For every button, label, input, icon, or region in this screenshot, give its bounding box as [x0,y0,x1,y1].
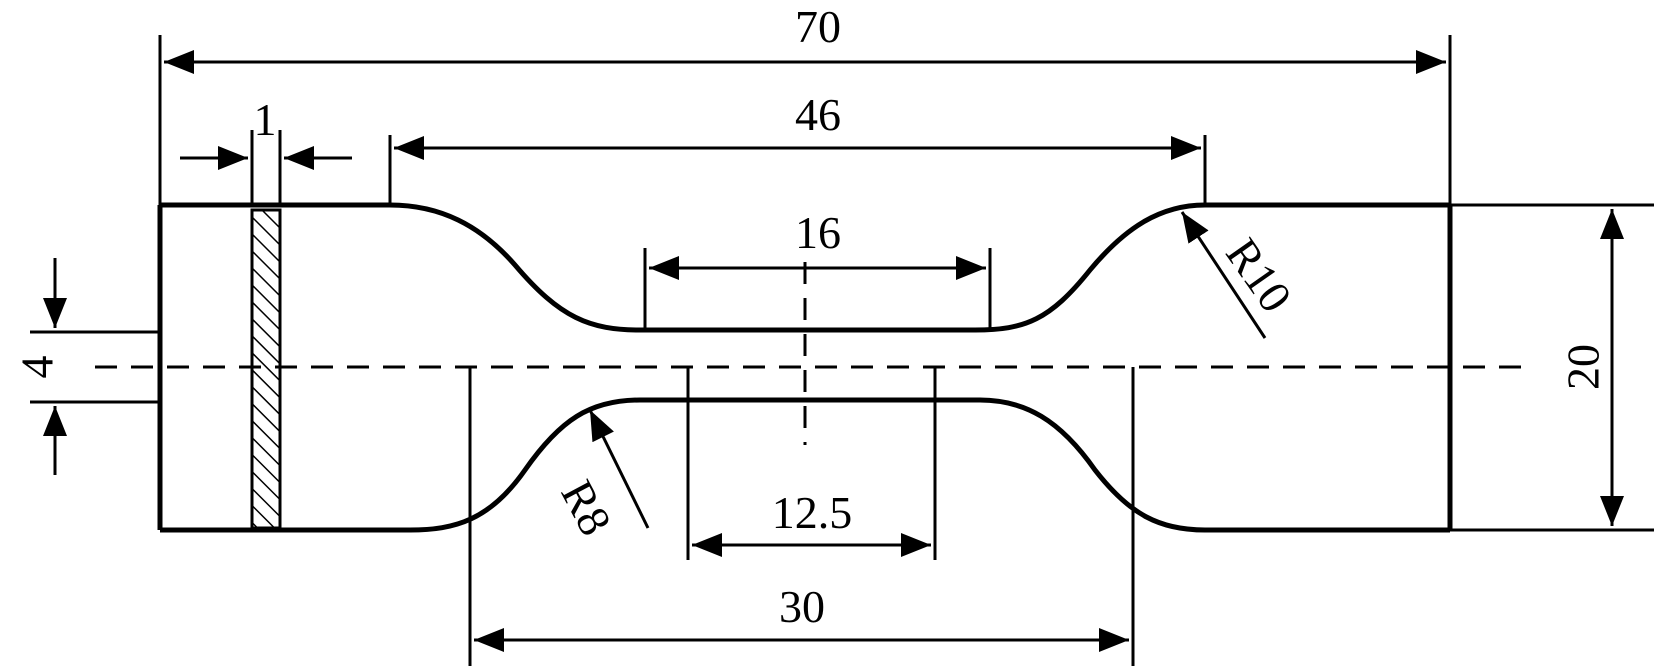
dim-overall-length: 70 [795,1,841,52]
dim-fillet-span: 30 [779,581,825,632]
dim-width: 20 [1558,344,1609,390]
dim-radius-small: R8 [551,472,621,543]
dim-shoulder-to-shoulder: 46 [795,89,841,140]
dim-gauge-length: 12.5 [772,487,853,538]
specimen-outline-bottom [160,397,1450,533]
dim-hatch-width: 1 [254,94,277,145]
dim-narrow-section: 16 [795,207,841,258]
radius-large-leader [1180,211,1267,339]
dim-radius-large: R10 [1216,229,1302,321]
specimen-outline-top [160,202,1450,333]
radius-small-leader [588,409,650,529]
dim-narrow-width: 4 [12,356,63,379]
hatched-strip [250,208,282,530]
